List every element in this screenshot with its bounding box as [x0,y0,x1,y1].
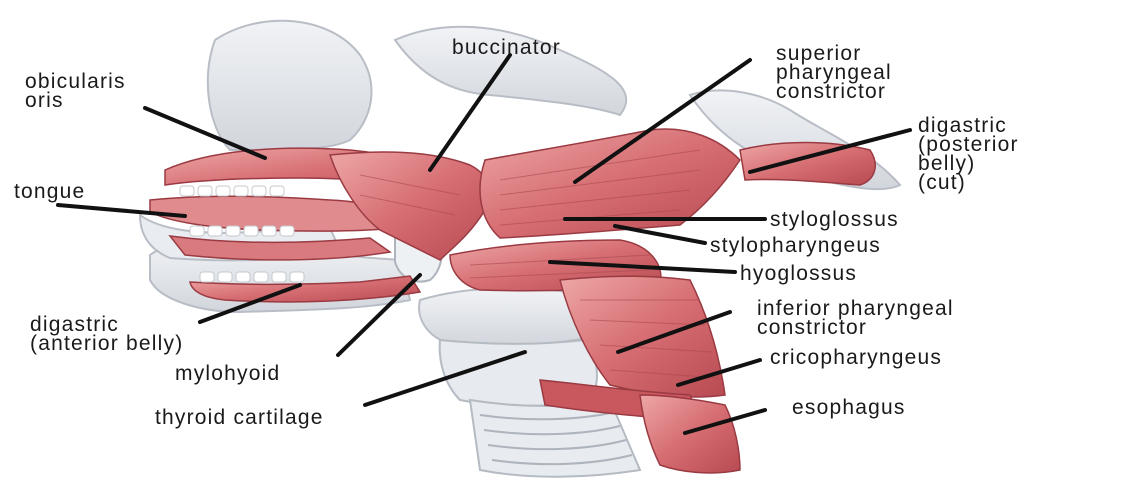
label-obicularis-oris: obicularis oris [25,72,126,110]
label-mylohyoid: mylohyoid [175,364,280,383]
label-tongue: tongue [14,182,85,201]
label-stylopharyngeus: stylopharyngeus [710,236,881,255]
label-digastric-posterior-belly: digastric (posterior belly) (cut) [918,116,1019,192]
label-thyroid-cartilage: thyroid cartilage [155,408,324,427]
label-inferior-pharyngeal-constrictor: inferior pharyngeal constrictor [757,299,954,337]
leader-stylopharyngeus [615,226,705,243]
label-styloglossus: styloglossus [770,210,899,229]
label-hyoglossus: hyoglossus [740,264,857,283]
label-cricopharyngeus: cricopharyngeus [770,348,942,367]
label-buccinator: buccinator [452,38,561,57]
label-esophagus: esophagus [792,398,906,417]
label-superior-pharyngeal-constrictor: superior pharyngeal constrictor [776,44,892,101]
label-digastric-anterior-belly: digastric (anterior belly) [30,315,183,353]
